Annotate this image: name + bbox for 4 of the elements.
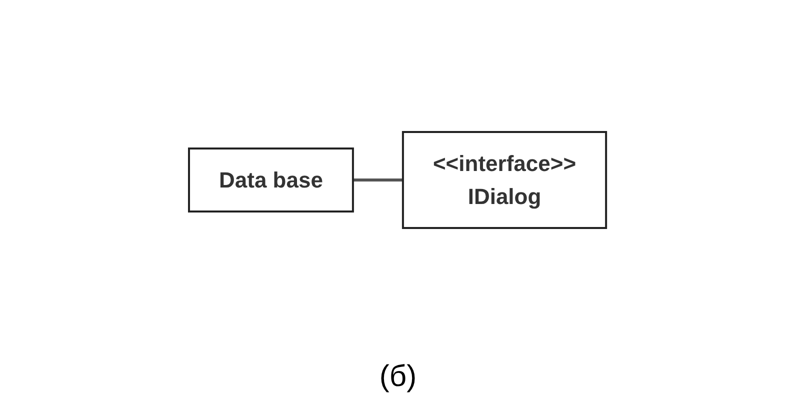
figure-caption: (б)	[378, 360, 418, 394]
connector	[353, 178, 404, 182]
node-box: Data base	[188, 148, 354, 212]
node-box: <<interface>> IDialog	[402, 131, 608, 229]
